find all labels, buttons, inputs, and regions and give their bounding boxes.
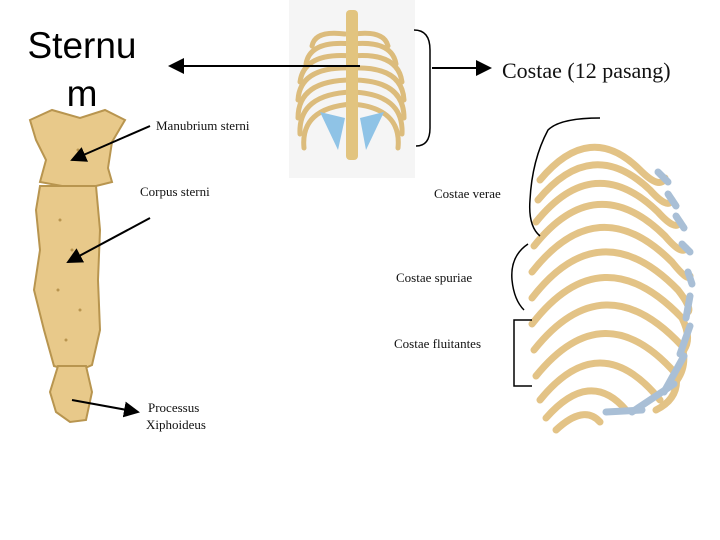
ribcage-illustration (528, 143, 696, 434)
label-manubrium: Manubrium sterni (156, 118, 250, 133)
manubrium-pointer (70, 125, 151, 162)
fluitantes-bracket (513, 319, 532, 387)
manubrium-shape (28, 108, 127, 187)
label-corpus: Corpus sterni (140, 184, 210, 199)
spuriae-bracket (511, 243, 529, 311)
thorax-bracket (413, 29, 431, 147)
corpus-shape (32, 185, 102, 374)
costae-title: Costae (12 pasang) (502, 58, 671, 83)
label-xiphoideus: Xiphoideus (146, 417, 206, 432)
xiphoid-shape (48, 365, 94, 424)
corpus-pointer (66, 217, 151, 263)
label-processus: Processus (148, 400, 200, 415)
verae-bracket (528, 117, 601, 237)
thorax-illustration (289, 0, 415, 178)
slide-title: Sternu m (27, 25, 137, 114)
xiphoid-pointer (71, 399, 140, 418)
label-costae-fluitantes: Costae fluitantes (394, 336, 482, 351)
label-costae-verae: Costae verae (434, 186, 501, 201)
label-costae-spuriae: Costae spuriae (396, 270, 473, 285)
